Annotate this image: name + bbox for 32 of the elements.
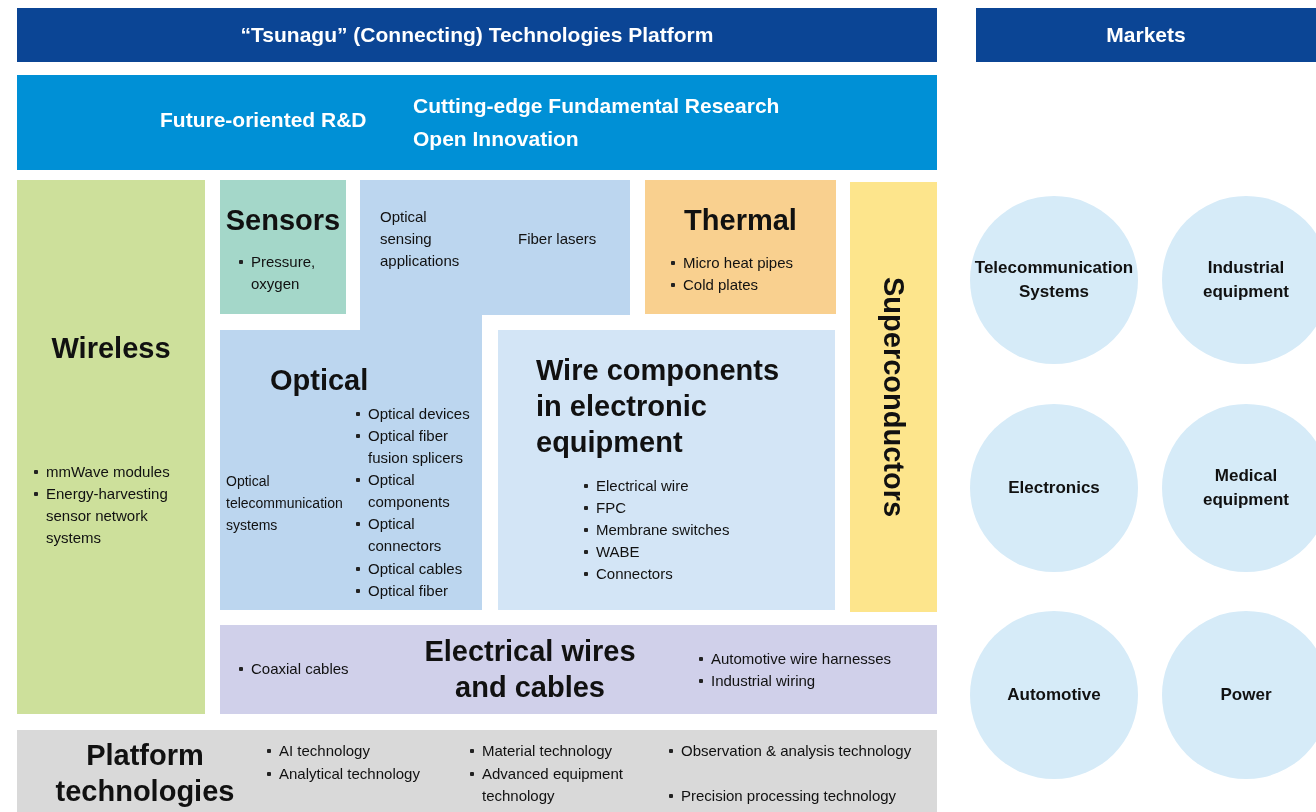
body-text: Optical sensing applications xyxy=(380,207,461,271)
banner-text: Future-oriented R&D xyxy=(160,108,368,132)
category-panel xyxy=(498,330,835,610)
market-label: Telecommunication Systems xyxy=(973,257,1135,303)
market-label: Electronics xyxy=(1008,477,1100,499)
category-panel xyxy=(220,625,937,714)
body-text: Optical telecommunication systems xyxy=(226,472,344,535)
category-panel xyxy=(220,180,346,314)
block-heading: Sensors xyxy=(225,203,341,238)
block-heading: Wire components in electronic equipment xyxy=(536,353,781,460)
category-panel xyxy=(17,180,205,714)
market-label: Industrial equipment xyxy=(1202,257,1290,303)
market-label: Medical equipment xyxy=(1202,465,1290,511)
block-heading: Thermal xyxy=(684,203,797,238)
banner-text: Open Innovation xyxy=(413,127,580,151)
banner-title: Markets xyxy=(1106,23,1186,47)
block-heading: Electrical wires and cables xyxy=(423,634,637,705)
category-panel xyxy=(645,180,836,314)
market-label: Automotive xyxy=(1007,684,1101,706)
market-label: Power xyxy=(1220,684,1272,706)
block-heading: Optical xyxy=(270,363,370,398)
banner-text: Cutting-edge Fundamental Research xyxy=(413,94,781,118)
body-text: Fiber lasers xyxy=(518,229,598,249)
category-panel xyxy=(17,730,937,812)
banner-title: “Tsunagu” (Connecting) Technologies Platform xyxy=(240,23,714,47)
block-heading: Wireless xyxy=(51,331,171,366)
title-banner xyxy=(17,8,937,62)
block-heading: Superconductors xyxy=(877,276,910,518)
research-banner xyxy=(17,75,937,170)
category-panel xyxy=(850,182,937,612)
header-banner xyxy=(976,8,1316,62)
block-heading: Platform technologies xyxy=(54,738,236,809)
